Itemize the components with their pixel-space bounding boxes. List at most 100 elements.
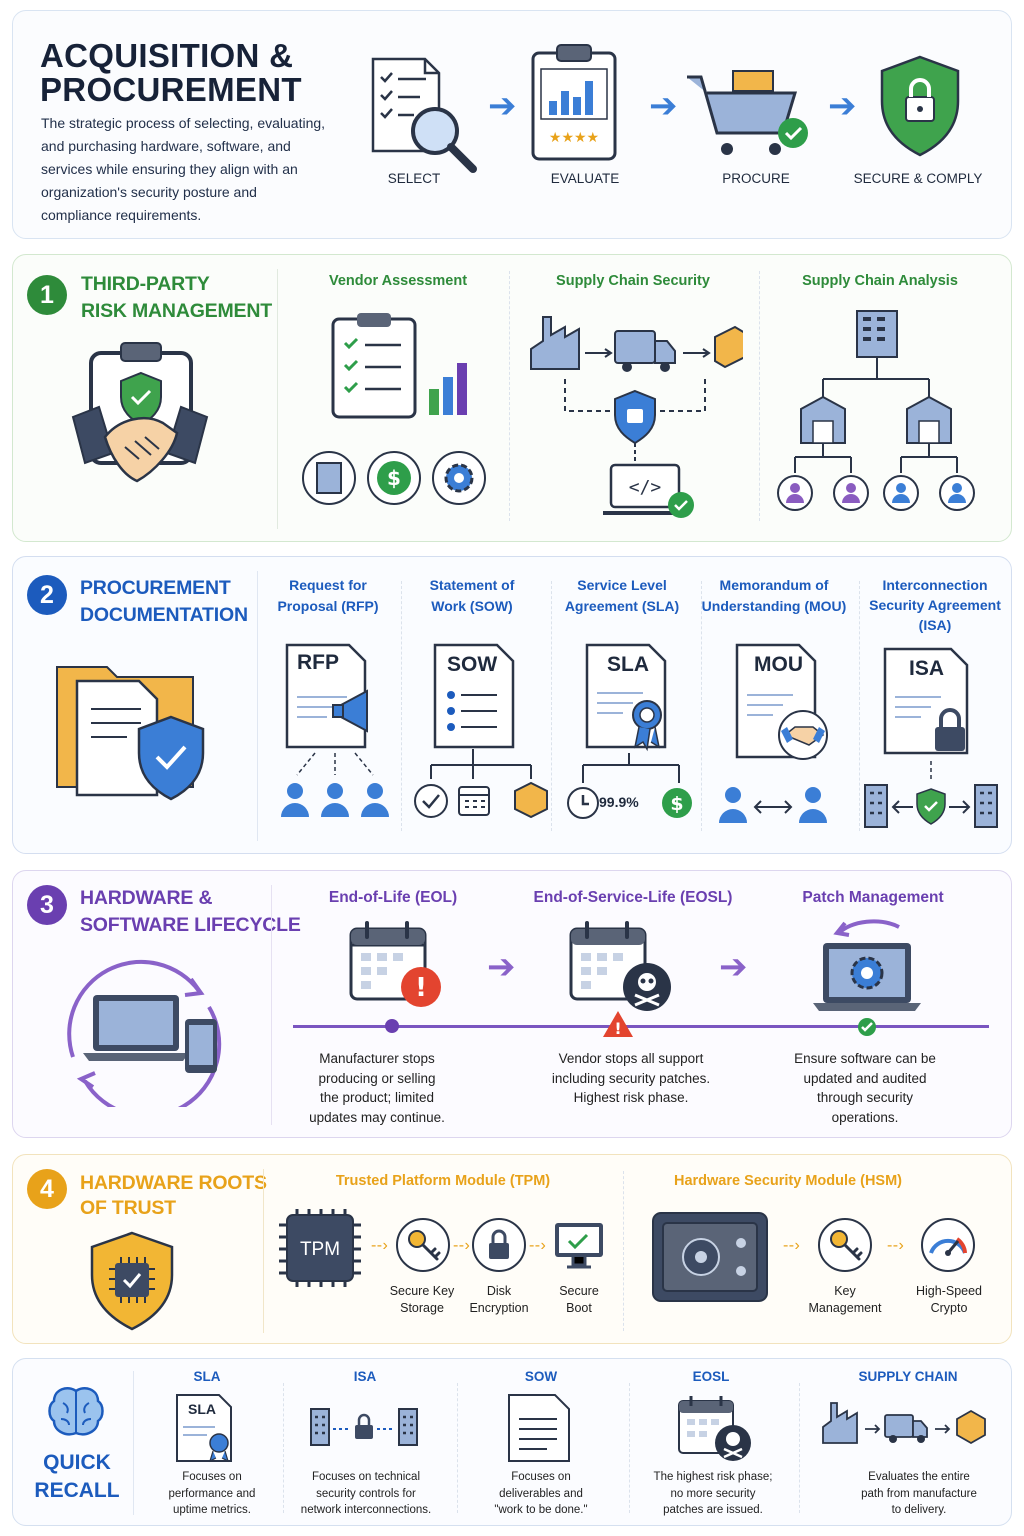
doc-title-line: Security Agreement [869, 597, 1001, 613]
deliverables-icons-row [409, 749, 553, 821]
quick-recall-title-line: QUICK [43, 1451, 111, 1474]
phase-desc-line: Ensure software can be [794, 1051, 936, 1066]
phase-desc-line: producing or selling [318, 1070, 436, 1086]
doc-title-sla: Service Level Agreement (SLA) [557, 575, 687, 617]
hsm-item-line: Crypto [930, 1301, 968, 1315]
phase-desc-line: including security patches. [551, 1070, 711, 1086]
column-title-supply-chain-analysis: Supply Chain Analysis [802, 273, 958, 289]
recall-desc-line: deliverables and [499, 1487, 583, 1500]
page-title-line1: ACQUISITION & [40, 37, 294, 74]
quick-recall-title: QUICK RECALL [29, 1449, 125, 1505]
svg-text:★★★★: ★★★★ [549, 130, 599, 146]
section-title-line: DOCUMENTATION [80, 604, 248, 626]
svg-text:!: ! [614, 1019, 621, 1038]
network-interconnection-icon [861, 761, 1001, 831]
recall-card-desc-sla: Focuses on performance and uptime metric… [147, 1469, 277, 1519]
step-label-evaluate: EVALUATE [550, 171, 620, 186]
header-panel: ACQUISITION & PROCUREMENT The strategic … [12, 10, 1012, 239]
recall-desc-line: The highest risk phase; [653, 1471, 773, 1483]
recall-card-title-supply-chain: SUPPLY CHAIN [858, 1369, 958, 1384]
hsm-item-key-management: Key Management [799, 1283, 891, 1317]
sow-document-icon [507, 1393, 573, 1463]
recall-desc-line: security controls for [316, 1487, 416, 1500]
device-cycle-icon [59, 947, 229, 1107]
recall-desc-line: Focuses on [511, 1471, 571, 1483]
section-hardware-roots-of-trust: 4 HARDWARE ROOTS OF TRUST Trusted Platfo… [12, 1154, 1012, 1344]
column-title-supply-chain-security: Supply Chain Security [556, 273, 710, 289]
audience-people-icon [275, 751, 395, 821]
isa-badge-text: ISA [909, 657, 945, 680]
phase-desc-line: the product; limited [319, 1090, 435, 1105]
sow-badge-text: SOW [447, 653, 498, 676]
supply-chain-security-icon: </> [527, 309, 743, 521]
isa-document-icon [883, 647, 973, 759]
rfp-document-icon [285, 643, 385, 763]
section-title: PROCUREMENT DOCUMENTATION [80, 575, 248, 629]
intro-line: organization's security posture and [41, 184, 257, 200]
calendar-alert-icon: ! [347, 919, 449, 1011]
doc-title-line: Understanding (MOU) [701, 598, 847, 614]
intro-line: The strategic process of selecting, eval… [41, 115, 326, 131]
tpm-item-disk-encryption: Disk Encryption [455, 1283, 543, 1317]
section-title-line: SOFTWARE LIFECYCLE [80, 914, 301, 936]
section-hardware-software-lifecycle: 3 HARDWARE & SOFTWARE LIFECYCLE End-of-L… [12, 870, 1012, 1138]
phase-desc-patch-management: Ensure software can be updated and audit… [785, 1049, 945, 1127]
monitor-check-icon [551, 1219, 607, 1271]
network-interconnection-icon [307, 1405, 421, 1449]
brain-icon [47, 1385, 105, 1439]
quick-recall-title-line: RECALL [34, 1479, 120, 1502]
sla-metrics-row: $ [553, 753, 703, 825]
hsm-item-high-speed-crypto: High-Speed Crypto [903, 1283, 995, 1317]
calendar-skull-icon [567, 919, 675, 1013]
tpm-item-line: Boot [566, 1301, 592, 1315]
tpm-item-line: Secure [559, 1284, 599, 1298]
section-title-line: RISK MANAGEMENT [81, 300, 272, 322]
checklist-magnifier-icon [365, 53, 485, 173]
section-number-badge: 2 [27, 575, 67, 615]
shopping-cart-icon [683, 69, 813, 161]
svg-text:$: $ [387, 466, 401, 490]
quick-recall-panel: QUICK RECALL SLA SLA Focuses on performa… [12, 1358, 1012, 1526]
phase-title-eosl: End-of-Service-Life (EOSL) [533, 889, 733, 906]
phase-desc-line: Vendor stops all support [558, 1051, 704, 1066]
divider [629, 1383, 630, 1513]
doc-title-line: Work (SOW) [431, 598, 513, 614]
recall-card-title-eosl: EOSL [692, 1369, 730, 1384]
doc-title-line: Request for [289, 577, 367, 593]
shield-chip-icon [87, 1231, 177, 1331]
doc-title-mou: Memorandum of Understanding (MOU) [699, 575, 849, 617]
section-number-badge: 3 [27, 885, 67, 925]
divider [277, 269, 278, 529]
tpm-chip-icon [275, 1207, 365, 1291]
vendor-icons-row: $ [301, 449, 487, 507]
clipboard-chart-icon: ★★★★ [529, 41, 619, 163]
tpm-title: Trusted Platform Module (TPM) [335, 1173, 551, 1189]
dashed-arrow: - - › [453, 1237, 470, 1254]
tpm-item-line: Encryption [469, 1301, 529, 1315]
recall-desc-line: path from manufacture [861, 1487, 977, 1500]
tpm-chip-label: TPM [299, 1239, 341, 1260]
doc-title-line: Memorandum of [719, 577, 829, 593]
arrow-right-icon: ➔ [488, 87, 517, 125]
tpm-item-secure-boot: Secure Boot [537, 1283, 621, 1317]
warning-icon: ! [601, 1009, 635, 1039]
arrow-right-icon: ➔ [828, 87, 857, 125]
divider [271, 885, 272, 1125]
recall-card-title-isa: ISA [353, 1369, 377, 1384]
doc-title-line: Agreement (SLA) [564, 598, 680, 614]
laptop-gear-update-icon [809, 917, 925, 1013]
key-icon [817, 1217, 873, 1273]
section-number-badge: 1 [27, 275, 67, 315]
recall-card-desc-supply-chain: Evaluates the entire path from manufactu… [839, 1469, 999, 1519]
divider [759, 271, 760, 521]
doc-title-sow: Statement of Work (SOW) [407, 575, 537, 617]
divider [133, 1371, 134, 1515]
dashed-arrow: - - › [783, 1237, 800, 1254]
recall-desc-line: uptime metrics. [173, 1504, 251, 1516]
divider [701, 581, 702, 831]
divider [859, 581, 860, 831]
phase-desc-line: through security [816, 1090, 914, 1105]
folder-document-shield-icon [53, 653, 213, 809]
recall-card-desc-sow: Focuses on deliverables and "work to be … [479, 1469, 603, 1519]
phase-desc-line: updated and audited [803, 1070, 927, 1086]
